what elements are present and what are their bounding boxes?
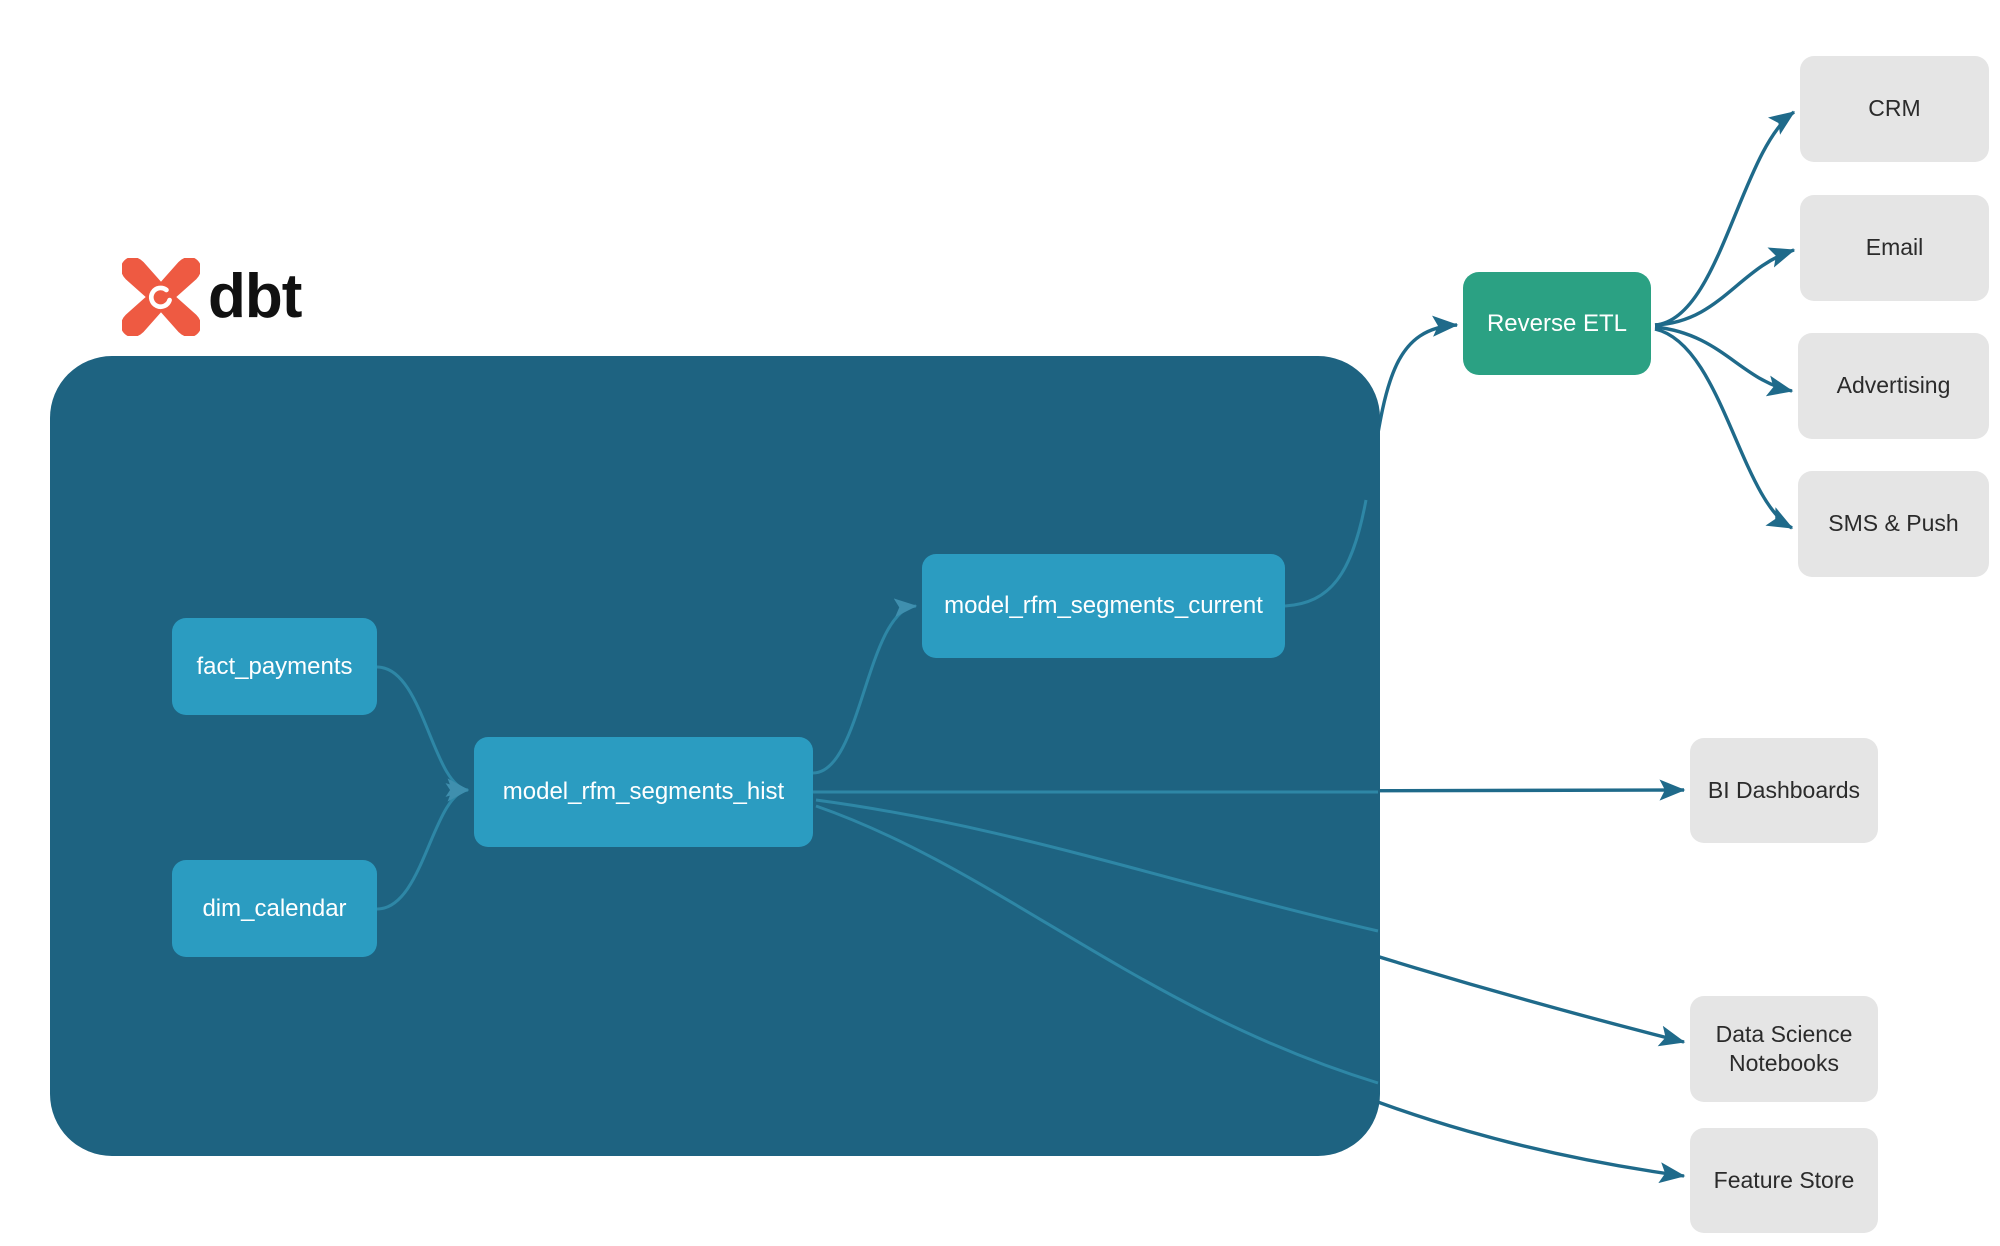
node-label: Feature Store — [1713, 1166, 1855, 1193]
reverse-etl-node[interactable]: Reverse ETL — [1463, 272, 1651, 375]
sink-node-advertising[interactable]: Advertising — [1798, 333, 1989, 439]
node-label: CRM — [1868, 95, 1921, 122]
sink-node-email[interactable]: Email — [1800, 195, 1989, 301]
node-label: Reverse ETL — [1486, 309, 1628, 337]
node-label: BI Dashboards — [1707, 776, 1861, 803]
sink-node-feature-store[interactable]: Feature Store — [1690, 1128, 1878, 1233]
dbt-logo: dbt — [122, 258, 312, 338]
dbt-wordmark: dbt — [208, 262, 302, 331]
node-label: dim_calendar — [202, 894, 347, 922]
model-node-fact-payments[interactable]: fact_payments — [172, 618, 377, 715]
model-node-dim-calendar[interactable]: dim_calendar — [172, 860, 377, 957]
node-label: Advertising — [1836, 372, 1951, 399]
model-node-model-rfm-segments-current[interactable]: model_rfm_segments_current — [922, 554, 1285, 658]
dbt-logo-icon — [122, 258, 200, 336]
sink-node-sms-push[interactable]: SMS & Push — [1798, 471, 1989, 577]
node-label-line-2: Notebooks — [1729, 1050, 1839, 1076]
node-label-multiline: Data Science Notebooks — [1716, 1020, 1853, 1079]
activation-edges — [1654, 110, 1796, 530]
node-label: SMS & Push — [1828, 510, 1959, 537]
sink-node-bi-dashboards[interactable]: BI Dashboards — [1690, 738, 1878, 843]
node-label: Email — [1865, 234, 1924, 261]
node-label-line-1: Data Science — [1715, 1020, 1853, 1047]
sink-node-crm[interactable]: CRM — [1800, 56, 1989, 162]
model-node-model-rfm-segments-hist[interactable]: model_rfm_segments_hist — [474, 737, 813, 847]
node-label: model_rfm_segments_current — [944, 592, 1263, 619]
node-label: model_rfm_segments_hist — [502, 778, 785, 805]
sink-node-data-science-notebooks[interactable]: Data Science Notebooks — [1690, 996, 1878, 1102]
node-label: fact_payments — [196, 652, 353, 680]
